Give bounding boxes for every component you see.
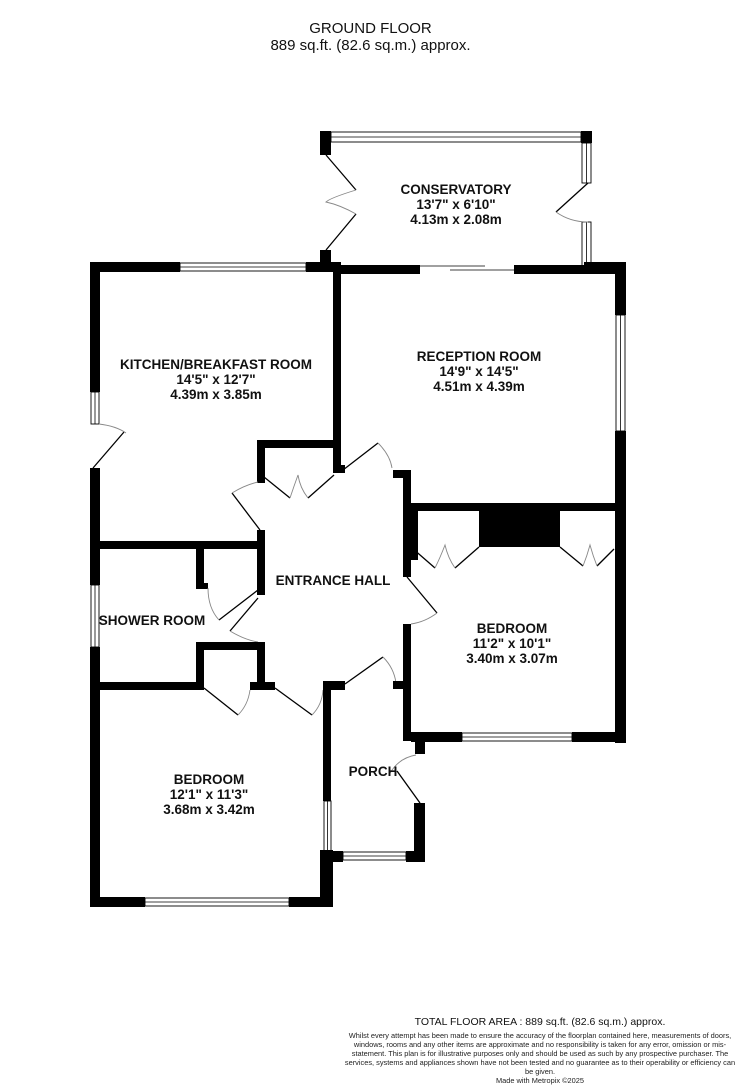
room-name: RECEPTION ROOM: [416, 349, 542, 364]
room-dimensions-imperial: 11'2" x 10'1": [472, 636, 552, 651]
room-bedroom-1: BEDROOM 11'2" x 10'1" 3.40m x 3.07m: [466, 621, 558, 666]
room-entrance-hall: ENTRANCE HALL: [276, 573, 391, 588]
room-shower-room: SHOWER ROOM: [99, 613, 206, 628]
room-name: CONSERVATORY: [400, 182, 512, 197]
room-dimensions-imperial: 14'9" x 14'5": [439, 364, 519, 379]
room-dimensions-imperial: 13'7" x 6'10": [416, 197, 496, 212]
room-dimensions-imperial: 14'5" x 12'7": [176, 372, 256, 387]
room-conservatory: CONSERVATORY 13'7" x 6'10" 4.13m x 2.08m: [400, 182, 511, 227]
room-name: SHOWER ROOM: [98, 613, 206, 628]
floor-name: GROUND FLOOR: [309, 20, 432, 37]
plan-footer: TOTAL FLOOR AREA : 889 sq.ft. (82.6 sq.m…: [340, 1016, 740, 1085]
floor-header: GROUND FLOOR 889 sq.ft. (82.6 sq.m.) app…: [0, 20, 741, 54]
floor-area: 889 sq.ft. (82.6 sq.m.) approx.: [270, 37, 471, 54]
room-name: KITCHEN/BREAKFAST ROOM: [120, 357, 312, 372]
room-name: ENTRANCE HALL: [275, 573, 391, 588]
inner-walls: [90, 440, 626, 907]
room-name: BEDROOM: [476, 621, 548, 636]
made-with-credit: Made with Metropix ©2025: [495, 1076, 585, 1085]
room-name: PORCH: [348, 764, 398, 779]
room-dimensions-imperial: 12'1" x 11'3": [169, 787, 249, 802]
room-kitchen-breakfast: KITCHEN/BREAKFAST ROOM 14'5" x 12'7" 4.3…: [120, 357, 312, 402]
room-dimensions-metric: 3.68m x 3.42m: [163, 802, 255, 817]
room-porch: PORCH: [349, 764, 398, 779]
room-dimensions-metric: 3.40m x 3.07m: [466, 651, 558, 666]
main-walls: [90, 262, 626, 907]
room-reception: RECEPTION ROOM 14'9" x 14'5" 4.51m x 4.3…: [417, 349, 542, 394]
disclaimer-text: Whilst every attempt has been made to en…: [344, 1031, 736, 1076]
room-dimensions-metric: 4.51m x 4.39m: [433, 379, 525, 394]
total-floor-area: TOTAL FLOOR AREA : 889 sq.ft. (82.6 sq.m…: [414, 1016, 666, 1028]
room-dimensions-metric: 4.13m x 2.08m: [410, 212, 502, 227]
room-bedroom-2: BEDROOM 12'1" x 11'3" 3.68m x 3.42m: [163, 772, 255, 817]
room-name: BEDROOM: [173, 772, 245, 787]
room-dimensions-metric: 4.39m x 3.85m: [170, 387, 262, 402]
